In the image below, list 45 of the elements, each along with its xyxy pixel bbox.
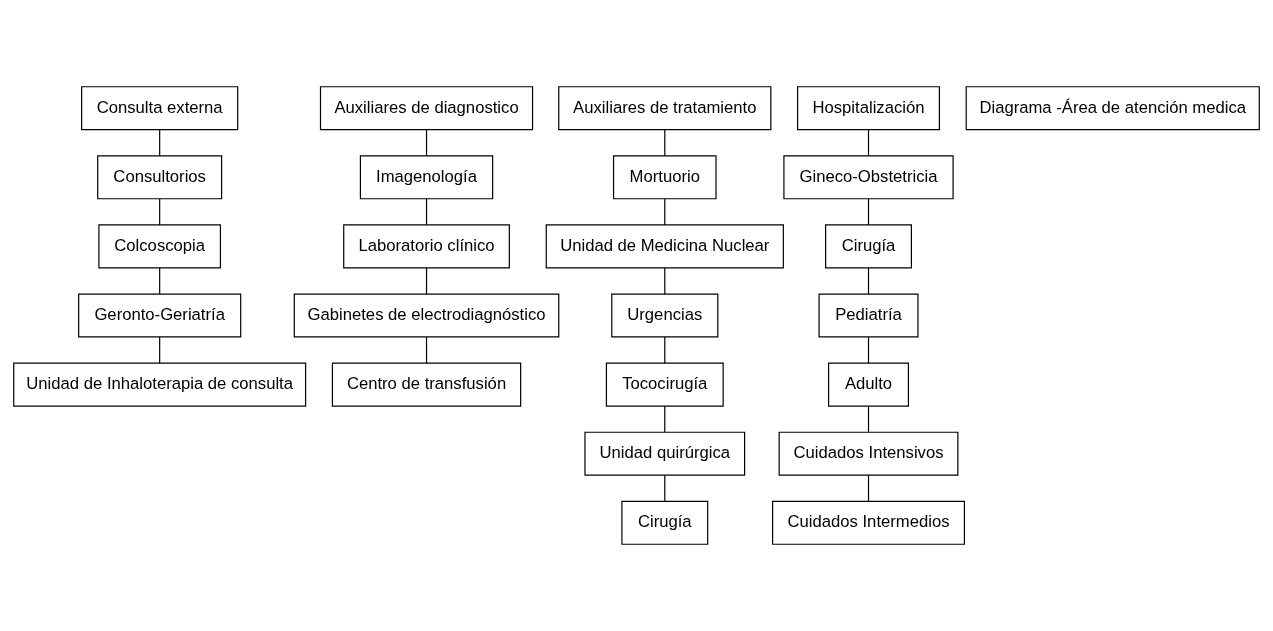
node-box: Auxiliares de tratamiento	[558, 86, 772, 131]
node-box: Unidad quirúrgica	[584, 431, 746, 476]
connector	[425, 267, 428, 295]
connector	[664, 198, 666, 226]
node-box: Urgencias	[611, 293, 719, 338]
node-box: Laboratorio clínico	[343, 224, 510, 269]
connector	[867, 267, 870, 295]
node-box: Mortuorio	[612, 155, 717, 200]
connector	[159, 129, 161, 157]
node-box: Unidad de Medicina Nuclear	[545, 224, 784, 269]
node-box: Cuidados Intermedios	[772, 500, 965, 545]
connector	[664, 474, 666, 502]
node-box: Cirugía	[621, 500, 709, 545]
connector	[425, 198, 428, 226]
connector	[425, 336, 428, 364]
connector	[664, 129, 666, 157]
node-box: Tococirugía	[605, 362, 724, 407]
connector	[425, 129, 428, 157]
connector	[664, 267, 666, 295]
node-box: Adulto	[828, 362, 909, 407]
connector	[159, 336, 161, 364]
node-box: Gineco-Obstetricia	[783, 155, 954, 200]
connector	[664, 405, 666, 433]
connector	[867, 198, 870, 226]
node-box: Pediatría	[818, 293, 919, 338]
node-box: Diagrama -Área de atención medica	[965, 86, 1260, 131]
connector	[664, 336, 666, 364]
connector	[867, 474, 870, 502]
node-box: Unidad de Inhaloterapia de consulta	[13, 362, 307, 407]
node-box: Centro de transfusión	[331, 362, 522, 407]
node-box: Geronto-Geriatría	[78, 293, 242, 338]
connector	[159, 198, 161, 226]
connector	[159, 267, 161, 295]
node-box: Auxiliares de diagnostico	[319, 86, 534, 131]
connector	[867, 405, 870, 433]
connector	[867, 336, 870, 364]
node-box: Colcoscopia	[98, 224, 222, 269]
node-box: Hospitalización	[797, 86, 940, 131]
connector	[867, 129, 870, 157]
node-box: Cirugía	[825, 224, 912, 269]
node-box: Gabinetes de electrodiagnóstico	[293, 293, 560, 338]
node-box: Imagenología	[359, 155, 494, 200]
node-box: Consultorios	[97, 155, 223, 200]
node-box: Consulta externa	[81, 86, 239, 131]
node-box: Cuidados Intensivos	[778, 431, 959, 476]
